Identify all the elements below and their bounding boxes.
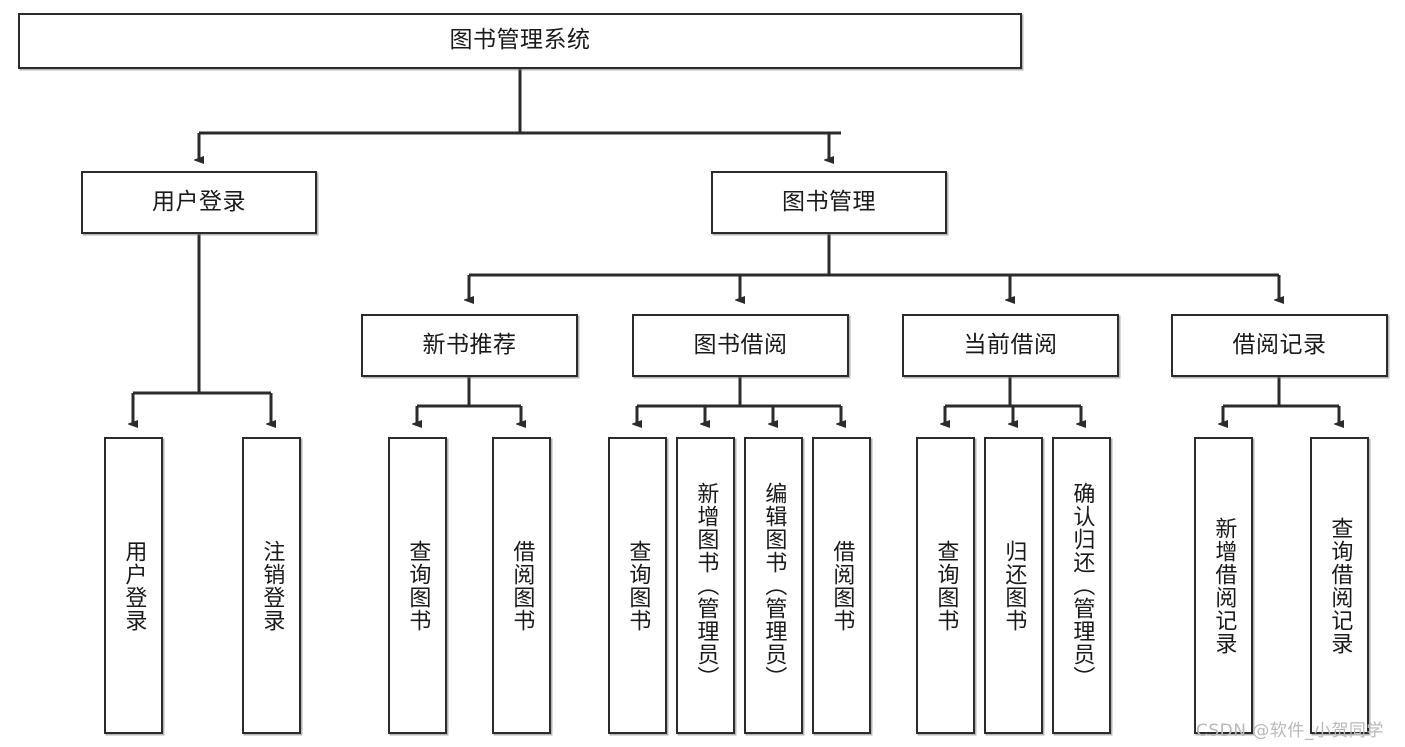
node-label: 归还图书 (1001, 539, 1027, 632)
node-new-book-recommend[interactable]: 新书推荐 (361, 314, 578, 377)
leaf-borrow-add-book-admin[interactable]: 新增图书（管理员） (676, 437, 735, 734)
node-current-borrow[interactable]: 当前借阅 (902, 314, 1119, 377)
node-label: 图书借阅 (693, 331, 788, 358)
node-borrow-record[interactable]: 借阅记录 (1171, 314, 1388, 377)
node-root-library-system[interactable]: 图书管理系统 (18, 13, 1022, 69)
node-label: 用户登录 (121, 539, 147, 632)
node-user-login[interactable]: 用户登录 (81, 171, 317, 234)
leaf-borrow-borrow-book[interactable]: 借阅图书 (812, 437, 871, 734)
node-label: 新增借阅记录 (1211, 516, 1237, 655)
leaf-borrow-edit-book-admin[interactable]: 编辑图书（管理员） (744, 437, 803, 734)
node-label: 当前借阅 (963, 331, 1058, 358)
node-book-management[interactable]: 图书管理 (711, 171, 947, 234)
node-label: 新增图书（管理员） (693, 482, 719, 689)
node-label: 查询图书 (625, 539, 651, 632)
node-label: 注销登录 (259, 539, 285, 632)
node-label: 图书管理 (782, 188, 876, 215)
node-label: 借阅图书 (829, 539, 855, 632)
leaf-recommend-query-book[interactable]: 查询图书 (388, 437, 447, 734)
leaf-record-add-borrow-record[interactable]: 新增借阅记录 (1194, 437, 1253, 734)
leaf-user-login[interactable]: 用户登录 (104, 437, 163, 734)
leaf-user-logout[interactable]: 注销登录 (242, 437, 301, 734)
node-label: 查询借阅记录 (1327, 516, 1353, 655)
node-label: 用户登录 (152, 188, 246, 215)
node-book-borrow[interactable]: 图书借阅 (632, 314, 849, 377)
node-label: 新书推荐 (422, 331, 517, 358)
node-label: 查询图书 (933, 539, 959, 632)
leaf-current-return-book[interactable]: 归还图书 (984, 437, 1043, 734)
leaf-recommend-borrow-book[interactable]: 借阅图书 (492, 437, 551, 734)
node-label: 图书管理系统 (449, 27, 591, 54)
node-label: 借阅记录 (1232, 331, 1327, 358)
leaf-record-query-borrow-record[interactable]: 查询借阅记录 (1310, 437, 1369, 734)
node-label: 借阅图书 (509, 539, 535, 632)
node-label: 查询图书 (405, 539, 431, 632)
leaf-borrow-query-book[interactable]: 查询图书 (608, 437, 667, 734)
node-label: 确认归还（管理员） (1069, 482, 1095, 689)
leaf-current-query-book[interactable]: 查询图书 (916, 437, 975, 734)
leaf-current-confirm-return-admin[interactable]: 确认归还（管理员） (1052, 437, 1111, 734)
node-label: 编辑图书（管理员） (761, 482, 787, 689)
